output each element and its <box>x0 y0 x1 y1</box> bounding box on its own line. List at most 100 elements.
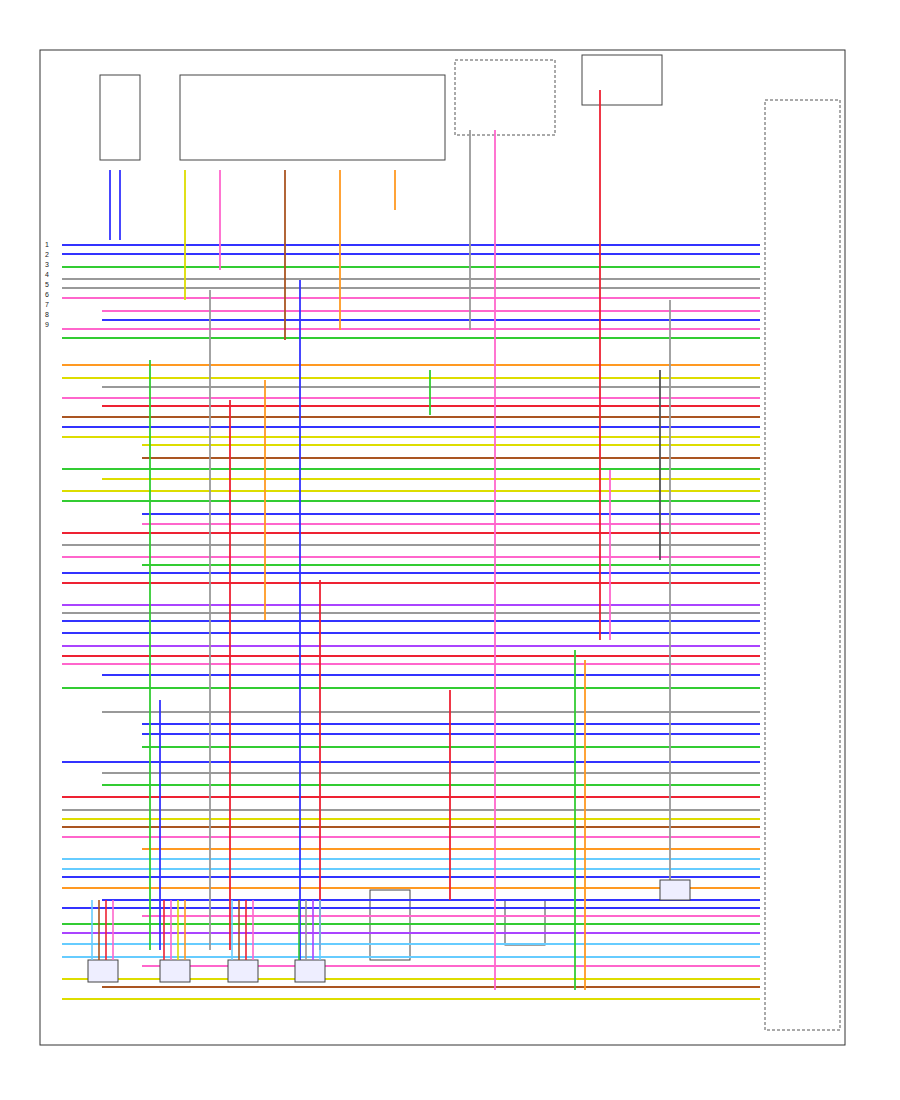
wire <box>62 582 760 584</box>
relay-box <box>455 60 555 135</box>
wire <box>62 556 760 558</box>
wire <box>159 700 161 950</box>
fuse-symbol <box>100 75 140 160</box>
wire <box>62 876 760 878</box>
wire <box>252 900 254 960</box>
pin-number: 9 <box>44 321 50 329</box>
wire <box>102 674 760 676</box>
wire <box>142 746 760 748</box>
wire <box>142 733 760 735</box>
wire <box>62 868 760 870</box>
wire <box>102 986 760 988</box>
wire <box>98 900 100 960</box>
control-module-outline <box>765 100 840 1030</box>
wire <box>62 923 760 925</box>
wire <box>142 564 760 566</box>
wire <box>62 468 760 470</box>
wire <box>299 280 301 960</box>
wire <box>584 660 586 990</box>
wire <box>62 490 760 492</box>
wire <box>142 848 760 850</box>
wire <box>62 826 760 828</box>
wire <box>62 907 760 909</box>
wire <box>177 900 179 960</box>
wire <box>62 544 760 546</box>
wire <box>62 244 760 246</box>
wire <box>62 858 760 860</box>
wire <box>339 170 341 330</box>
wire <box>62 297 760 299</box>
wire <box>62 796 760 798</box>
wire <box>62 687 760 689</box>
wire <box>209 290 211 950</box>
wire <box>184 170 186 300</box>
wire <box>105 900 107 960</box>
wire <box>264 380 266 620</box>
frame <box>40 50 845 1045</box>
wire <box>62 426 760 428</box>
wire <box>231 900 233 960</box>
wire <box>62 887 760 889</box>
wire <box>142 723 760 725</box>
wire <box>245 900 247 960</box>
wire <box>62 761 760 763</box>
wire <box>102 386 760 388</box>
fuse-relay-box <box>180 75 445 160</box>
wire <box>142 457 760 459</box>
wire <box>238 900 240 960</box>
wire <box>62 655 760 657</box>
wire <box>109 170 111 240</box>
wire <box>119 170 121 240</box>
wire <box>102 478 760 480</box>
wire <box>62 500 760 502</box>
wire <box>494 130 496 990</box>
wire <box>62 572 760 574</box>
wire <box>469 130 471 330</box>
wire <box>142 513 760 515</box>
wire <box>112 900 114 960</box>
wire <box>609 470 611 640</box>
pin-number: 1 <box>44 241 50 249</box>
connector-symbol <box>295 960 325 982</box>
wire <box>91 900 93 960</box>
pin-number: 7 <box>44 301 50 309</box>
wire <box>102 319 760 321</box>
wire <box>219 170 221 270</box>
wire <box>574 650 576 990</box>
wire <box>62 436 760 438</box>
wire <box>163 900 165 960</box>
wire <box>62 932 760 934</box>
pin-number: 5 <box>44 281 50 289</box>
wire <box>659 370 661 560</box>
wire <box>429 370 431 415</box>
wire <box>62 416 760 418</box>
wire <box>62 397 760 399</box>
connector-symbol <box>88 960 118 982</box>
wire <box>284 170 286 340</box>
wire <box>102 405 760 407</box>
wire <box>142 444 760 446</box>
wire <box>62 943 760 945</box>
connector-symbol <box>660 880 690 900</box>
wire <box>149 360 151 950</box>
wire <box>62 532 760 534</box>
sensor-symbol <box>505 900 545 945</box>
wire <box>62 956 760 958</box>
wire <box>305 900 307 960</box>
wire <box>62 632 760 634</box>
wire <box>62 612 760 614</box>
pin-number: 2 <box>44 251 50 259</box>
wire <box>102 772 760 774</box>
pin-number: 6 <box>44 291 50 299</box>
wire <box>62 818 760 820</box>
wire <box>62 328 760 330</box>
wire <box>62 377 760 379</box>
wire <box>102 310 760 312</box>
wire <box>319 580 321 950</box>
wire <box>229 400 231 950</box>
wire <box>62 998 760 1000</box>
wire <box>312 900 314 960</box>
wire <box>394 170 396 210</box>
wire <box>62 337 760 339</box>
